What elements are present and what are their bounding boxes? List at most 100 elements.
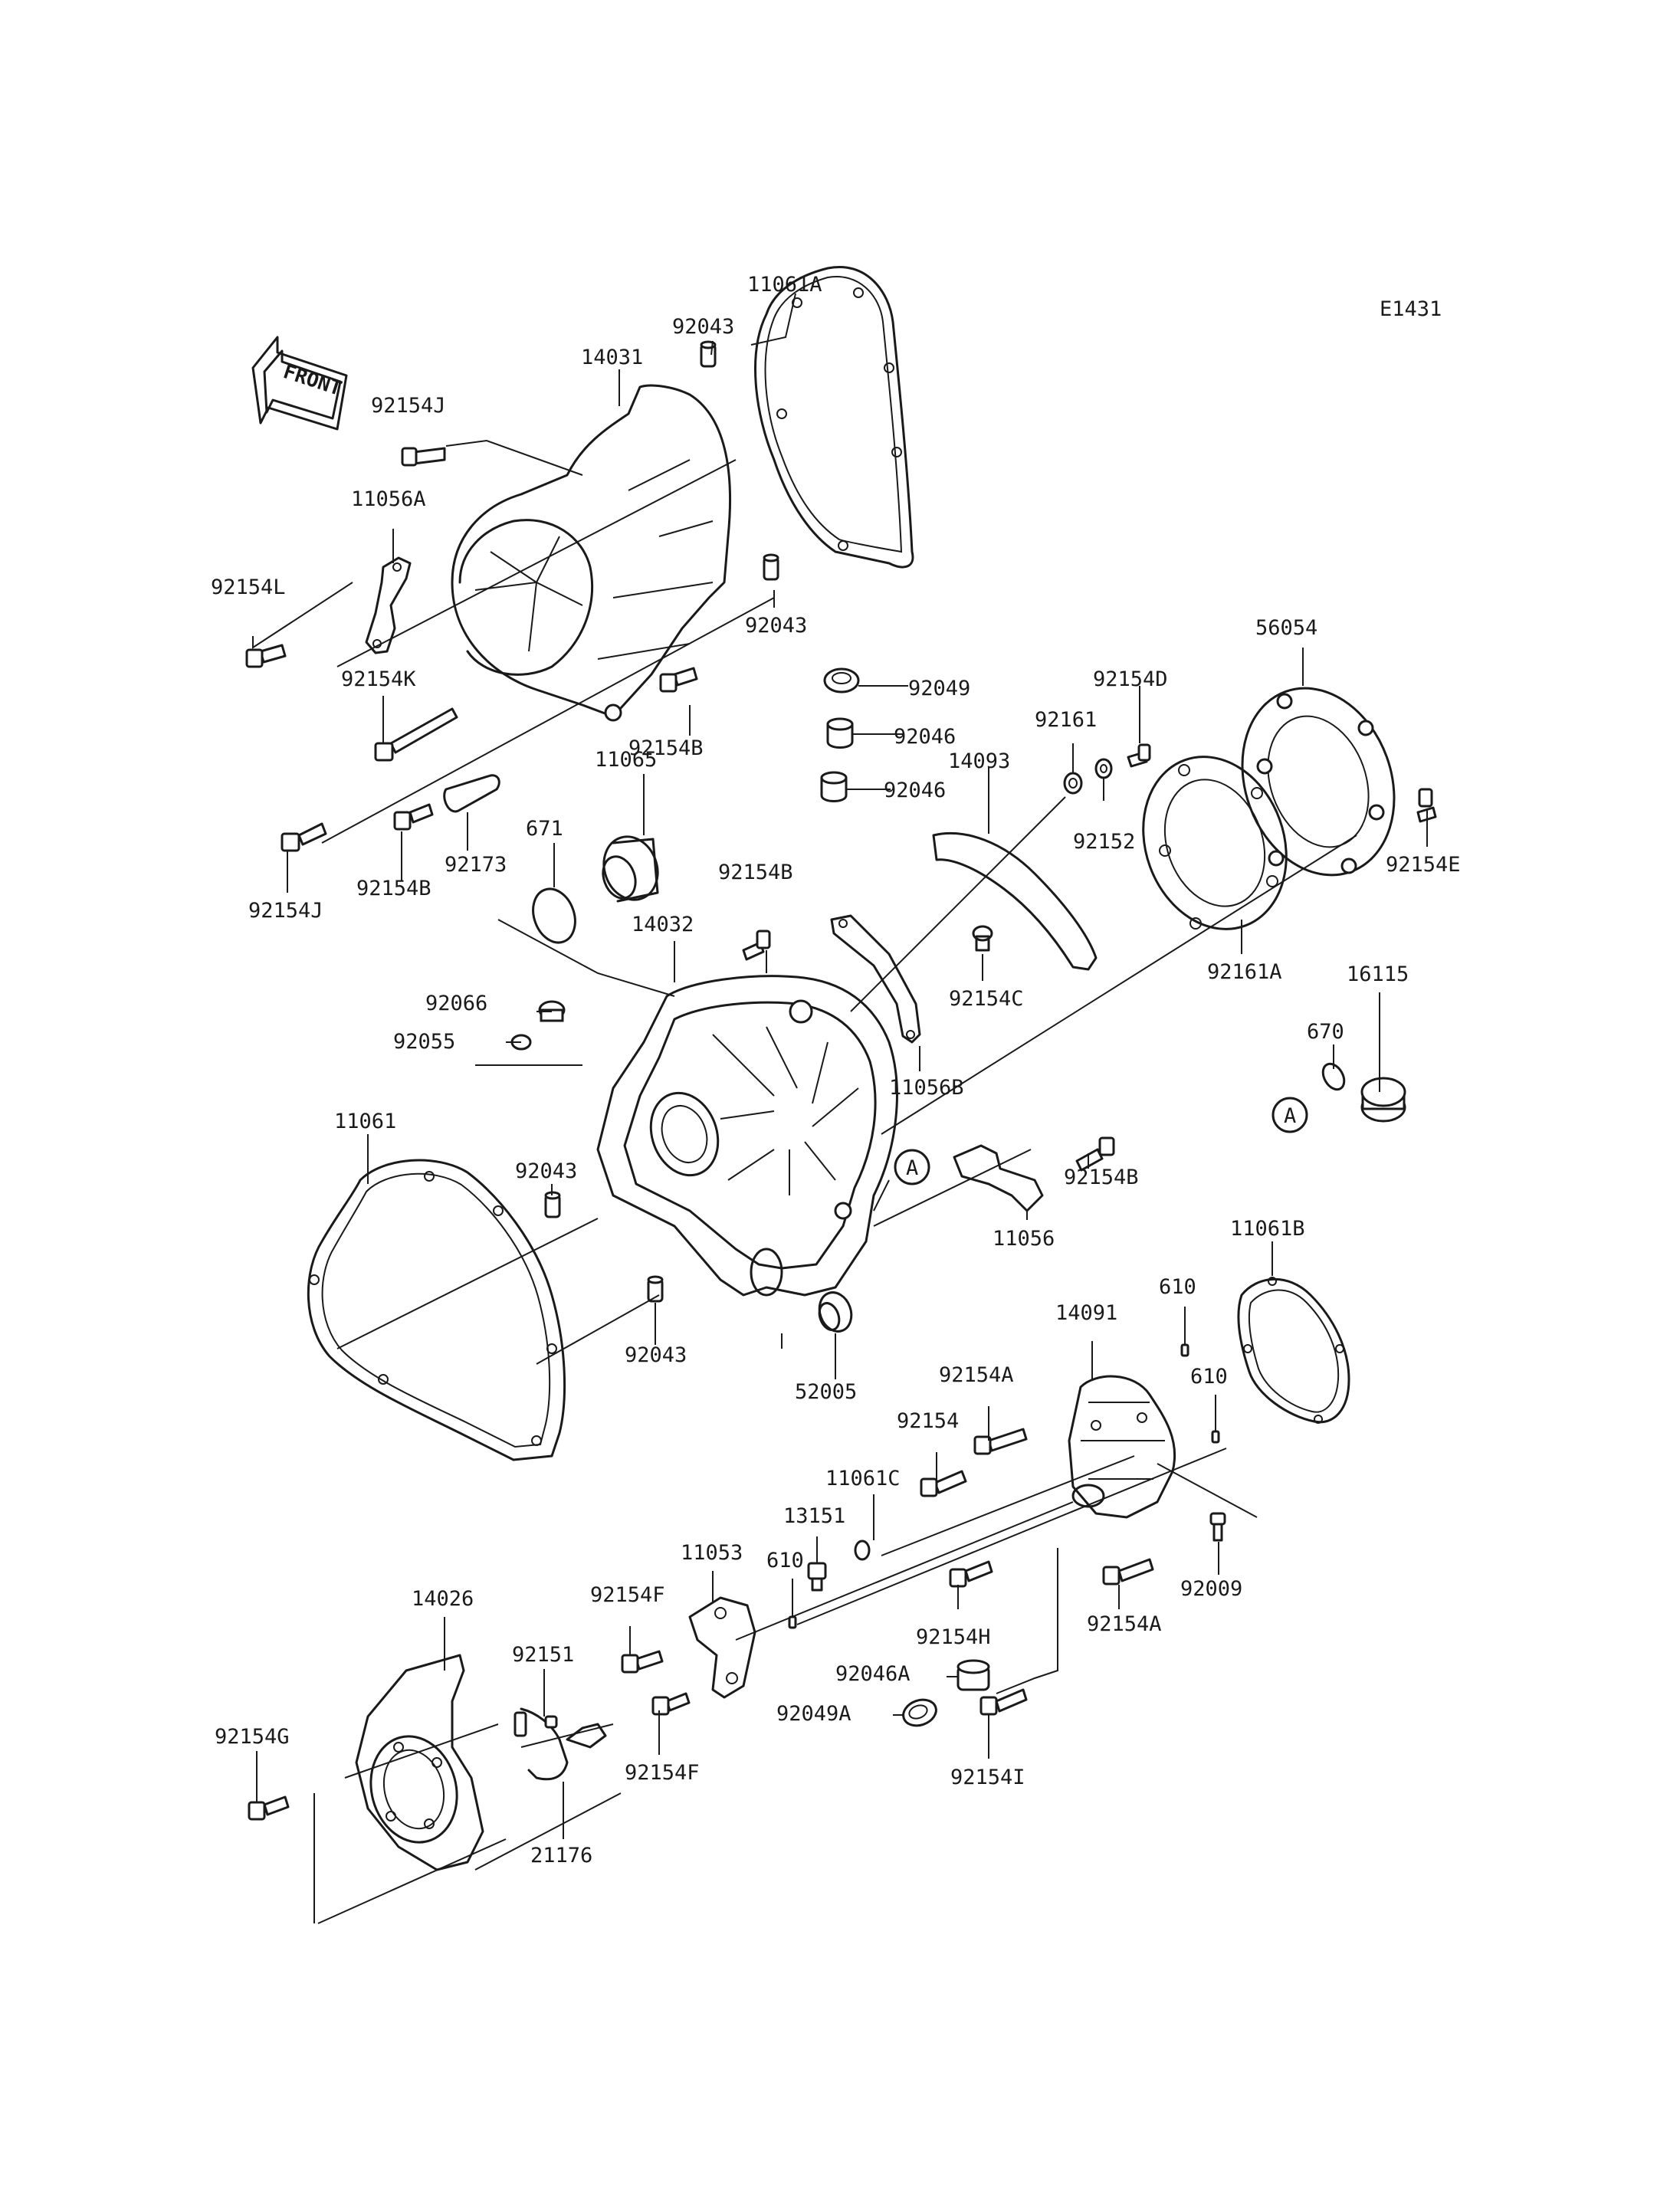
reference-marker-a-right: A — [1271, 1097, 1308, 1133]
label-92154b-d: 92154B — [1064, 1166, 1139, 1189]
bolt-92154b-a — [659, 667, 698, 693]
label-56054: 56054 — [1255, 616, 1317, 640]
label-92154j-top: 92154J — [371, 394, 446, 418]
bolt-92154b-d — [1075, 1136, 1115, 1172]
label-92154b-a: 92154B — [628, 736, 704, 760]
label-11065: 11065 — [595, 748, 657, 772]
plate-14093 — [932, 831, 1098, 971]
label-11056: 11056 — [993, 1227, 1055, 1251]
bolt-92154f-a — [621, 1650, 664, 1674]
label-92154a-a: 92154A — [939, 1363, 1014, 1387]
label-92161: 92161 — [1035, 708, 1097, 732]
bolt-92154h — [949, 1560, 993, 1588]
label-92043-c: 92043 — [515, 1159, 577, 1183]
o-ring-11061c — [854, 1540, 871, 1561]
bolt-92154i — [979, 1688, 1028, 1716]
label-11061a: 11061A — [747, 273, 822, 297]
label-92009: 92009 — [1180, 1577, 1242, 1601]
label-16115: 16115 — [1347, 962, 1409, 986]
seal-92046-a — [826, 717, 854, 749]
o-ring-670 — [1321, 1062, 1346, 1091]
washer-92161 — [1063, 772, 1083, 795]
washer-92152 — [1094, 758, 1113, 779]
part-labels: 11061A 92043 14031 92154J 11056A 92154L … — [211, 273, 1461, 1867]
label-11061b: 11061B — [1230, 1217, 1305, 1241]
label-610-a: 610 — [1159, 1275, 1196, 1299]
label-11056b: 11056B — [889, 1076, 964, 1100]
label-92043-d: 92043 — [625, 1343, 687, 1367]
bolt-92154c — [972, 925, 993, 952]
bolt-92154j-top — [401, 447, 446, 467]
bolt-92154 — [920, 1470, 967, 1497]
front-arrow-icon: FRONT — [251, 336, 348, 431]
sensor-13151 — [807, 1562, 827, 1592]
harness-21176 — [514, 1707, 607, 1781]
label-92046-a: 92046 — [894, 725, 956, 749]
bolt-92154j-bottom — [281, 822, 327, 852]
cover-14026 — [355, 1654, 484, 1871]
label-92049: 92049 — [908, 677, 970, 700]
label-670: 670 — [1307, 1020, 1344, 1044]
seal-92049 — [823, 667, 860, 694]
label-92154i: 92154I — [950, 1766, 1025, 1789]
pin-610-c — [788, 1615, 797, 1629]
dowel-92043-c — [544, 1191, 561, 1218]
bracket-11056 — [953, 1144, 1044, 1212]
label-92173: 92173 — [445, 853, 507, 877]
label-21176: 21176 — [530, 1844, 592, 1867]
seal-92046-b — [820, 771, 848, 802]
label-671: 671 — [526, 817, 563, 841]
label-610-c: 610 — [766, 1549, 804, 1572]
label-92161a: 92161A — [1207, 960, 1282, 984]
label-92154b-b: 92154B — [356, 877, 431, 900]
bolt-92154b-b — [393, 803, 434, 831]
label-92154h: 92154H — [916, 1625, 991, 1649]
reference-marker-a-center: A — [894, 1149, 930, 1185]
svg-text:A: A — [1284, 1104, 1296, 1128]
label-92154e: 92154E — [1386, 853, 1461, 877]
gasket-11061a — [754, 266, 914, 569]
dowel-92043-b — [763, 553, 779, 581]
label-92151: 92151 — [512, 1643, 574, 1667]
label-92055: 92055 — [393, 1030, 455, 1054]
housing-14091 — [1068, 1375, 1176, 1519]
bolt-92154d — [1127, 743, 1151, 768]
label-92152: 92152 — [1073, 830, 1135, 854]
plug-92066 — [538, 1000, 566, 1022]
label-92043-a: 92043 — [672, 315, 734, 339]
label-92046a: 92046A — [835, 1662, 911, 1686]
bracket-11056b — [830, 914, 921, 1044]
label-610-b: 610 — [1190, 1365, 1228, 1389]
bolt-92154f-b — [651, 1692, 691, 1716]
label-13151: 13151 — [783, 1504, 845, 1528]
bolt-92154e — [1416, 788, 1437, 823]
seal-92046a — [956, 1659, 990, 1691]
seal-52005 — [818, 1291, 853, 1333]
label-11061c: 11061C — [825, 1467, 901, 1490]
bolt-92154a-a — [973, 1428, 1028, 1455]
label-11053: 11053 — [681, 1541, 743, 1565]
diagram-code: E1431 — [1380, 297, 1442, 321]
label-92154a-b: 92154A — [1087, 1612, 1162, 1636]
label-92046-b: 92046 — [884, 779, 946, 802]
label-11061: 11061 — [334, 1110, 396, 1133]
label-92043-b: 92043 — [745, 614, 807, 638]
clip-92173 — [443, 774, 500, 813]
label-92154d: 92154D — [1093, 667, 1168, 691]
seal-92049a — [902, 1698, 937, 1727]
gasket-11061 — [307, 1159, 566, 1461]
label-14091: 14091 — [1055, 1301, 1117, 1325]
bolt-92009 — [1209, 1512, 1226, 1542]
gasket-92161a — [1142, 756, 1288, 930]
label-14032: 14032 — [632, 913, 694, 936]
label-92154c: 92154C — [949, 987, 1024, 1011]
bolt-92154l — [245, 644, 287, 668]
leader-lines — [252, 293, 1428, 1924]
pin-610-a — [1180, 1343, 1189, 1357]
gasket-56054 — [1241, 687, 1396, 877]
cover-11053 — [688, 1596, 756, 1699]
label-92154f-b: 92154F — [625, 1761, 700, 1785]
cover-14031 — [451, 384, 731, 722]
filler-cap-16115 — [1360, 1077, 1406, 1123]
